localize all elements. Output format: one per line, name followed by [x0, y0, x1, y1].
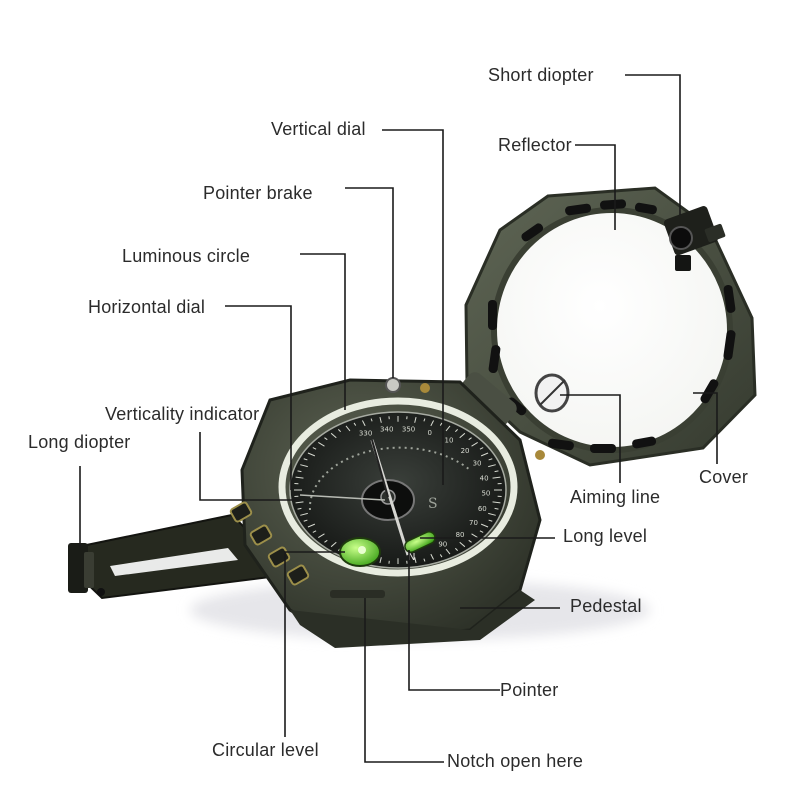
dial-degree-label: 50: [481, 490, 490, 498]
label-reflector: Reflector: [498, 136, 572, 154]
label-verticality-indicator: Verticality indicator: [105, 405, 259, 423]
cover: [466, 188, 755, 465]
dial-degree-label: 30: [473, 460, 482, 468]
dial-degree-label: 70: [469, 519, 478, 527]
dial-degree-label: 90: [438, 540, 447, 548]
dial-degree-label: 0: [428, 429, 432, 437]
label-pedestal: Pedestal: [570, 597, 642, 615]
dial-degree-label: 330: [359, 429, 372, 437]
label-circular-level: Circular level: [212, 741, 319, 759]
label-aiming-line: Aiming line: [562, 484, 668, 510]
label-notch-open-here: Notch open here: [447, 752, 583, 770]
leader-pointer-brake: [345, 188, 393, 378]
label-luminous-circle: Luminous circle: [122, 247, 250, 265]
pointer-brake-button: [386, 378, 400, 392]
dial-degree-label: 20: [461, 447, 470, 455]
label-long-diopter: Long diopter: [28, 433, 130, 451]
dial-degree-label: 40: [480, 474, 489, 482]
dial-degree-label: 10: [445, 436, 454, 444]
label-vertical-dial: Vertical dial: [271, 120, 366, 138]
label-pointer: Pointer: [500, 681, 558, 699]
label-horizontal-dial: Horizontal dial: [88, 298, 205, 316]
dial-degree-label: 60: [478, 505, 487, 513]
label-cover: Cover: [691, 464, 756, 490]
dial-degree-label: 340: [380, 426, 393, 434]
label-long-level: Long level: [563, 527, 647, 545]
label-short-diopter: Short diopter: [488, 66, 594, 84]
label-pointer-brake: Pointer brake: [203, 184, 313, 202]
dial-mark-s: S: [428, 496, 438, 512]
dial-degree-label: 350: [402, 425, 415, 433]
